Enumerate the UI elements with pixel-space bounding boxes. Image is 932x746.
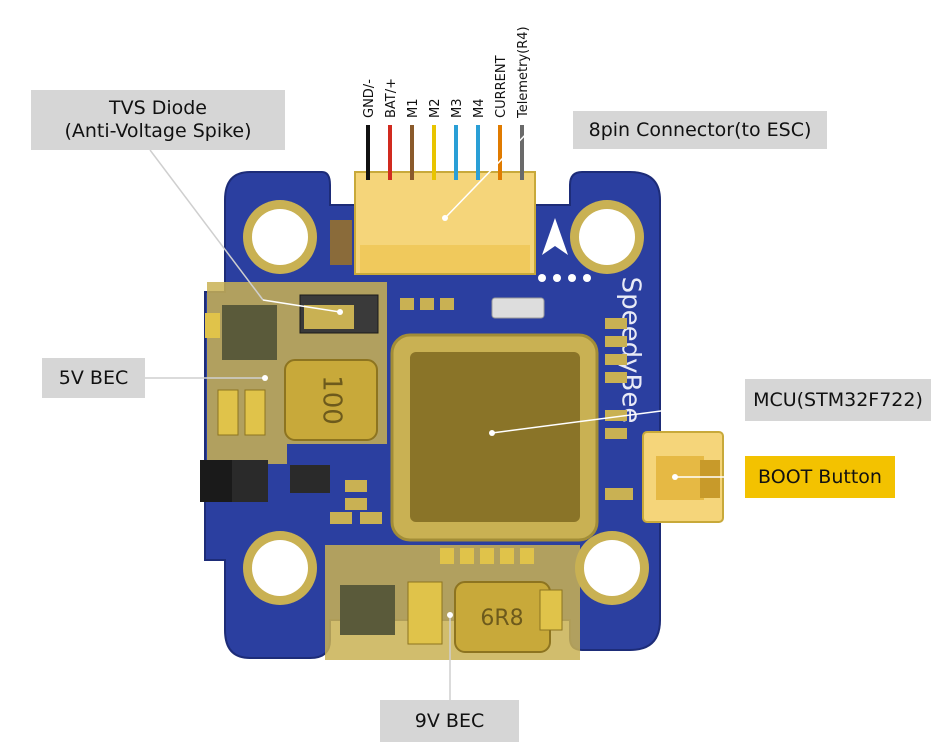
- callout-5v-bec-label: 5V BEC: [58, 366, 129, 389]
- callout-connector: 8pin Connector(to ESC): [573, 111, 827, 149]
- mounting-hole-top-right: [570, 200, 644, 274]
- leader-lines: [145, 129, 746, 700]
- callout-connector-label: 8pin Connector(to ESC): [588, 118, 812, 141]
- pin-labels: GND/- BAT/+ M1 M2 M3 M4 CURRENT Telemetr…: [362, 26, 531, 119]
- mounting-hole-bottom-left: [243, 531, 317, 605]
- pin-label-gnd: GND/-: [362, 79, 377, 118]
- callout-9v-bec-label: 9V BEC: [414, 709, 485, 732]
- leader-tvs: [149, 149, 264, 301]
- inductor-5v: [284, 359, 378, 441]
- brand-silkscreen: SpeedyBee: [616, 277, 646, 424]
- callout-tvs-diode-title: TVS Diode: [109, 97, 207, 119]
- mounting-hole-top-left: [243, 200, 317, 274]
- callout-boot-button-label: BOOT Button: [758, 465, 882, 488]
- pcb-board: 100 6R8 Sp: [200, 171, 661, 660]
- callout-mcu: MCU(STM32F722): [745, 379, 931, 421]
- leader-tvs-end: [262, 299, 341, 313]
- callout-tvs-diode-subtitle: (Anti-Voltage Spike): [64, 120, 252, 142]
- direction-arrow-icon: [542, 218, 568, 255]
- callout-boot-button: BOOT Button: [745, 456, 895, 498]
- callout-5v-bec: 5V BEC: [42, 358, 145, 398]
- callout-mcu-label: MCU(STM32F722): [753, 388, 923, 411]
- leader-mcu: [491, 399, 746, 434]
- inductor-9v-marking: 6R8: [480, 606, 523, 631]
- mounting-hole-bottom-right: [575, 531, 649, 605]
- pin-label-m2: M2: [428, 99, 443, 119]
- connector-housing: [354, 171, 536, 275]
- mcu-chip: [390, 333, 599, 542]
- pin-label-telemetry: Telemetry(R4): [516, 26, 531, 119]
- pin-label-bat: BAT/+: [384, 78, 399, 118]
- callout-tvs-diode: TVS Diode (Anti-Voltage Spike): [31, 90, 285, 150]
- pin-label-m4: M4: [472, 99, 487, 119]
- connector-wires: [366, 125, 524, 180]
- leader-connector: [444, 129, 573, 219]
- pin-label-current: CURRENT: [494, 55, 509, 118]
- inductor-5v-marking: 100: [317, 375, 347, 425]
- pin-label-m1: M1: [406, 99, 421, 119]
- callout-9v-bec: 9V BEC: [380, 700, 519, 742]
- pin-label-m3: M3: [450, 99, 465, 119]
